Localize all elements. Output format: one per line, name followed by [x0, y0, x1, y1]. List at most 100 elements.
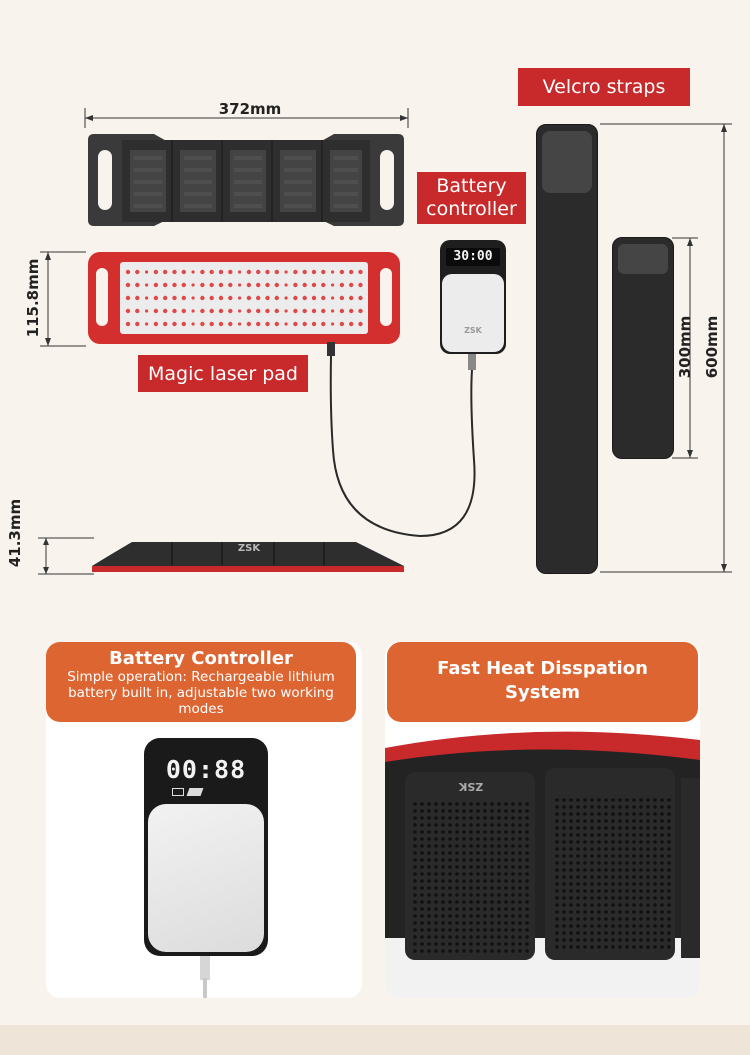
vent-hole	[590, 938, 594, 942]
vent-hole	[476, 823, 480, 827]
vent-hole	[597, 875, 601, 879]
vent-hole	[611, 903, 615, 907]
vent-hole	[590, 798, 594, 802]
led-dot	[125, 282, 131, 288]
vent-hole	[555, 861, 559, 865]
vent-hole	[504, 914, 508, 918]
battery-indicator-icon	[172, 788, 184, 796]
vent-hole	[611, 854, 615, 858]
vent-hole	[462, 851, 466, 855]
vent-hole	[476, 935, 480, 939]
vent-hole	[490, 879, 494, 883]
vent-hole	[511, 858, 515, 862]
vent-hole	[518, 802, 522, 806]
vent-hole	[434, 921, 438, 925]
vent-hole	[667, 826, 671, 830]
vent-hole	[483, 935, 487, 939]
led-dot	[265, 282, 270, 288]
small-controller-display: 30:00	[446, 248, 500, 266]
vent-hole	[490, 830, 494, 834]
vent-hole	[646, 833, 650, 837]
led-dot	[238, 296, 242, 300]
vent-hole	[555, 826, 559, 830]
vent-hole	[427, 949, 431, 953]
vent-hole	[497, 830, 501, 834]
vent-hole	[555, 931, 559, 935]
vent-hole	[611, 819, 615, 823]
vent-hole	[413, 886, 417, 890]
led-dot	[274, 269, 279, 275]
vent-hole	[427, 879, 431, 883]
vent-hole	[604, 910, 608, 914]
vent-hole	[667, 931, 671, 935]
led-dot	[238, 270, 242, 274]
vent-hole	[569, 805, 573, 809]
vent-hole	[413, 879, 417, 883]
vent-hole	[462, 823, 466, 827]
vent-hole	[660, 840, 664, 844]
vent-hole	[497, 942, 501, 946]
led-dot	[218, 308, 224, 314]
vent-hole	[441, 914, 445, 918]
vent-hole	[604, 924, 608, 928]
vent-hole	[625, 882, 629, 886]
vent-hole	[632, 924, 636, 928]
vent-hole	[504, 928, 508, 932]
vent-hole	[455, 851, 459, 855]
vent-hole	[604, 931, 608, 935]
large-controller-cable	[203, 978, 207, 998]
vent-hole	[590, 896, 594, 900]
vent-hole	[497, 858, 501, 862]
vent-hole	[455, 921, 459, 925]
led-dot	[284, 309, 288, 313]
vent-hole	[455, 879, 459, 883]
led-dot	[163, 321, 168, 327]
vent-hole	[569, 840, 573, 844]
vent-hole	[590, 910, 594, 914]
vent-hole	[511, 816, 515, 820]
vent-hole	[518, 837, 522, 841]
led-dot	[349, 282, 354, 288]
vent-hole	[639, 931, 643, 935]
vent-hole	[569, 798, 573, 802]
vent-hole	[434, 886, 438, 890]
vent-hole	[490, 935, 494, 939]
vent-hole	[576, 826, 580, 830]
vent-hole	[420, 886, 424, 890]
vent-hole	[653, 833, 657, 837]
vent-hole	[632, 945, 636, 949]
led-dot	[125, 295, 131, 301]
led-dot	[172, 295, 177, 301]
vent-hole	[667, 819, 671, 823]
vent-hole	[562, 896, 566, 900]
vent-hole	[483, 921, 487, 925]
vent-hole	[413, 809, 417, 813]
vent-hole	[667, 910, 671, 914]
vent-hole	[427, 886, 431, 890]
vent-hole	[483, 837, 487, 841]
led-dot	[218, 269, 224, 275]
vent-hole	[525, 893, 529, 897]
vent-hole	[576, 847, 580, 851]
vent-hole	[476, 914, 480, 918]
vent-hole	[653, 875, 657, 879]
vent-hole	[462, 830, 466, 834]
vent-hole	[497, 823, 501, 827]
led-dot	[246, 269, 252, 275]
vent-hole	[555, 847, 559, 851]
led-dot	[339, 269, 345, 275]
vent-hole	[639, 889, 643, 893]
vent-hole	[469, 802, 473, 806]
vent-hole	[597, 854, 601, 858]
vent-hole	[562, 910, 566, 914]
led-dot	[302, 308, 307, 314]
vent-hole	[469, 844, 473, 848]
led-dot	[200, 282, 205, 288]
led-dot	[321, 321, 326, 327]
long-strap-buckle	[542, 131, 592, 193]
led-dot	[284, 270, 288, 274]
vent-hole	[504, 830, 508, 834]
vent-hole	[483, 914, 487, 918]
fast-heat-header: Fast Heat Disspation System	[387, 642, 698, 722]
vent-hole	[555, 938, 559, 942]
